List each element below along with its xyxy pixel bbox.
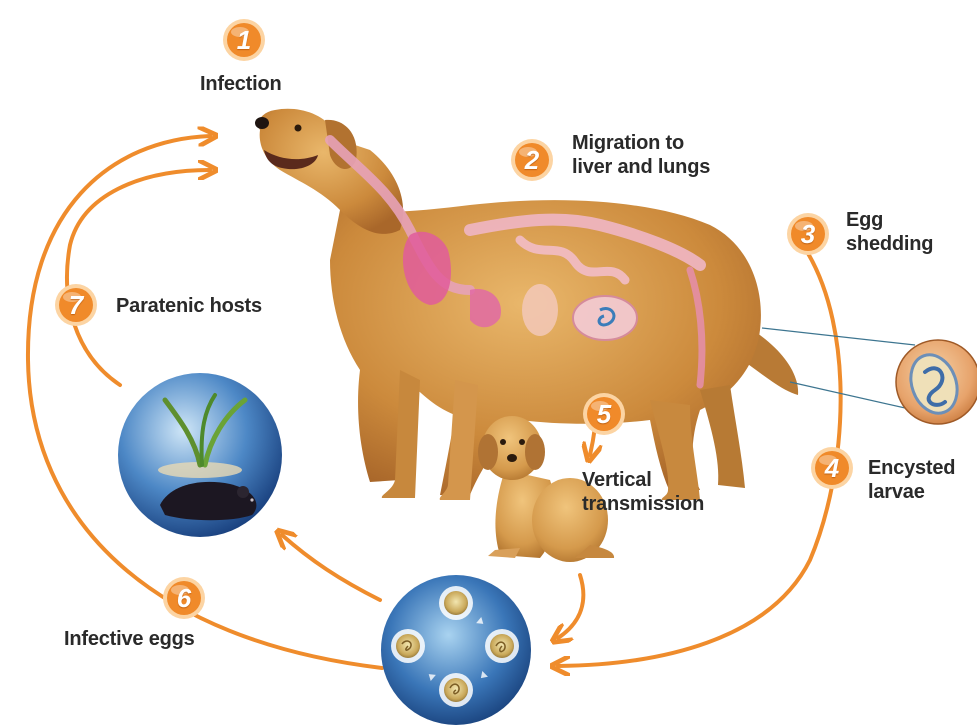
encysted-larva-inset [896, 340, 977, 424]
infective-eggs-circle [381, 575, 531, 725]
step-5-label: Vertical transmission [582, 468, 704, 516]
step-6-number: 6 [162, 576, 206, 620]
step-7-number: 7 [54, 283, 98, 327]
step-5-badge: 5 [582, 392, 626, 436]
step-3-number: 3 [786, 212, 830, 256]
step-1-badge: 1 [222, 18, 266, 62]
step-6-badge: 6 [162, 576, 206, 620]
step-4-badge: 4 [810, 446, 854, 490]
step-6-label: Infective eggs [64, 627, 195, 651]
paratenic-host-circle [118, 373, 282, 537]
egg-top [439, 586, 473, 620]
arrow-eggs-to-mouse [282, 535, 380, 600]
step-2-number: 2 [510, 138, 554, 182]
egg-bottom [439, 673, 473, 707]
step-5-number: 5 [582, 392, 626, 436]
step-4-number: 4 [810, 446, 854, 490]
arrow-puppy-to-eggs [558, 575, 583, 638]
step-2-label: Migration to liver and lungs [572, 131, 710, 179]
step-1-label: Infection [200, 72, 282, 96]
step-4-label: Encysted larvae [868, 456, 955, 504]
step-2-badge: 2 [510, 138, 554, 182]
step-7-label: Paratenic hosts [116, 294, 262, 318]
egg-left [391, 629, 425, 663]
step-7-badge: 7 [54, 283, 98, 327]
egg-right [485, 629, 519, 663]
arrow-mouse-to-dog [67, 170, 210, 385]
step-3-badge: 3 [786, 212, 830, 256]
step-3-label: Egg shedding [846, 208, 933, 256]
step-1-number: 1 [222, 18, 266, 62]
